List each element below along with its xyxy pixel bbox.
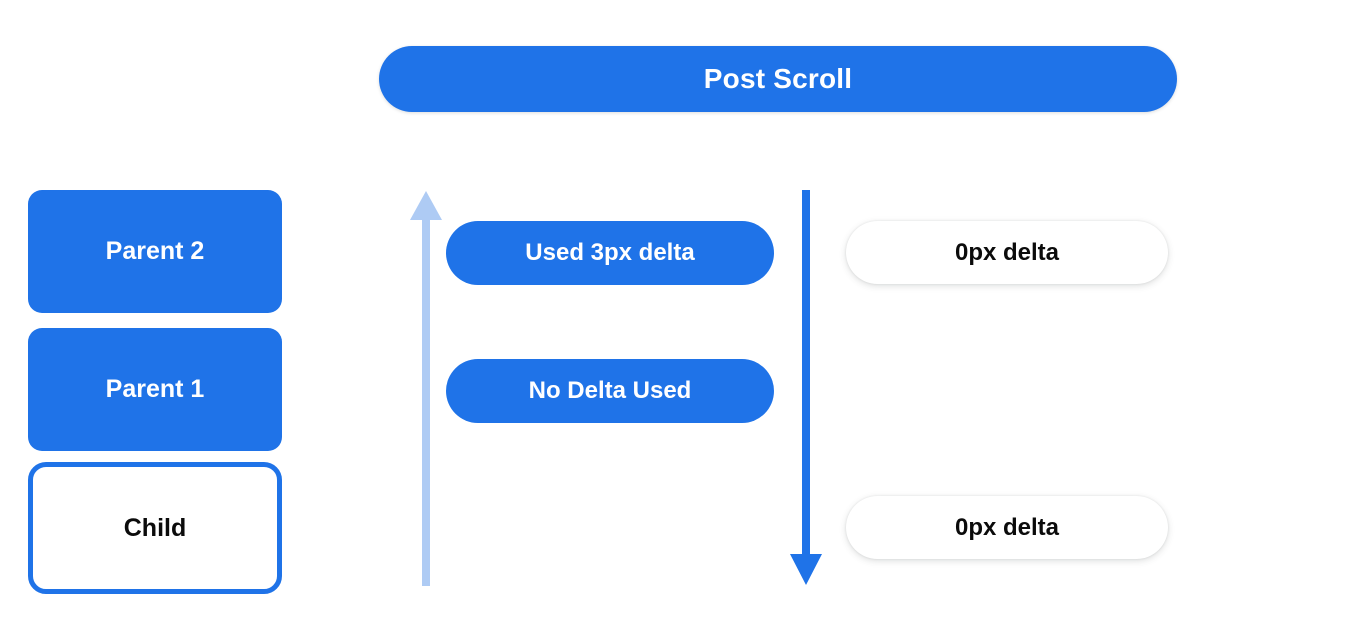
box-parent-2-label: Parent 2 [105,237,205,265]
pill-0px-delta-top-label: 0px delta [954,238,1060,266]
pill-0px-delta-bottom-label: 0px delta [954,513,1060,541]
pill-no-delta-used: No Delta Used [446,359,774,423]
pill-used-3px-delta: Used 3px delta [446,221,774,285]
box-child: Child [28,462,282,594]
post-scroll-header-pill: Post Scroll [379,46,1177,112]
box-parent-1-label: Parent 1 [105,375,205,403]
box-child-label: Child [123,513,187,542]
pill-no-delta-used-label: No Delta Used [528,377,692,404]
arrow-up-icon [410,191,442,586]
pill-0px-delta-bottom: 0px delta [846,496,1168,559]
post-scroll-header-label: Post Scroll [703,63,853,94]
pill-used-3px-delta-label: Used 3px delta [525,239,695,266]
box-parent-2: Parent 2 [28,190,282,313]
arrow-down-icon [790,190,822,585]
box-parent-1: Parent 1 [28,328,282,451]
pill-0px-delta-top: 0px delta [846,221,1168,284]
